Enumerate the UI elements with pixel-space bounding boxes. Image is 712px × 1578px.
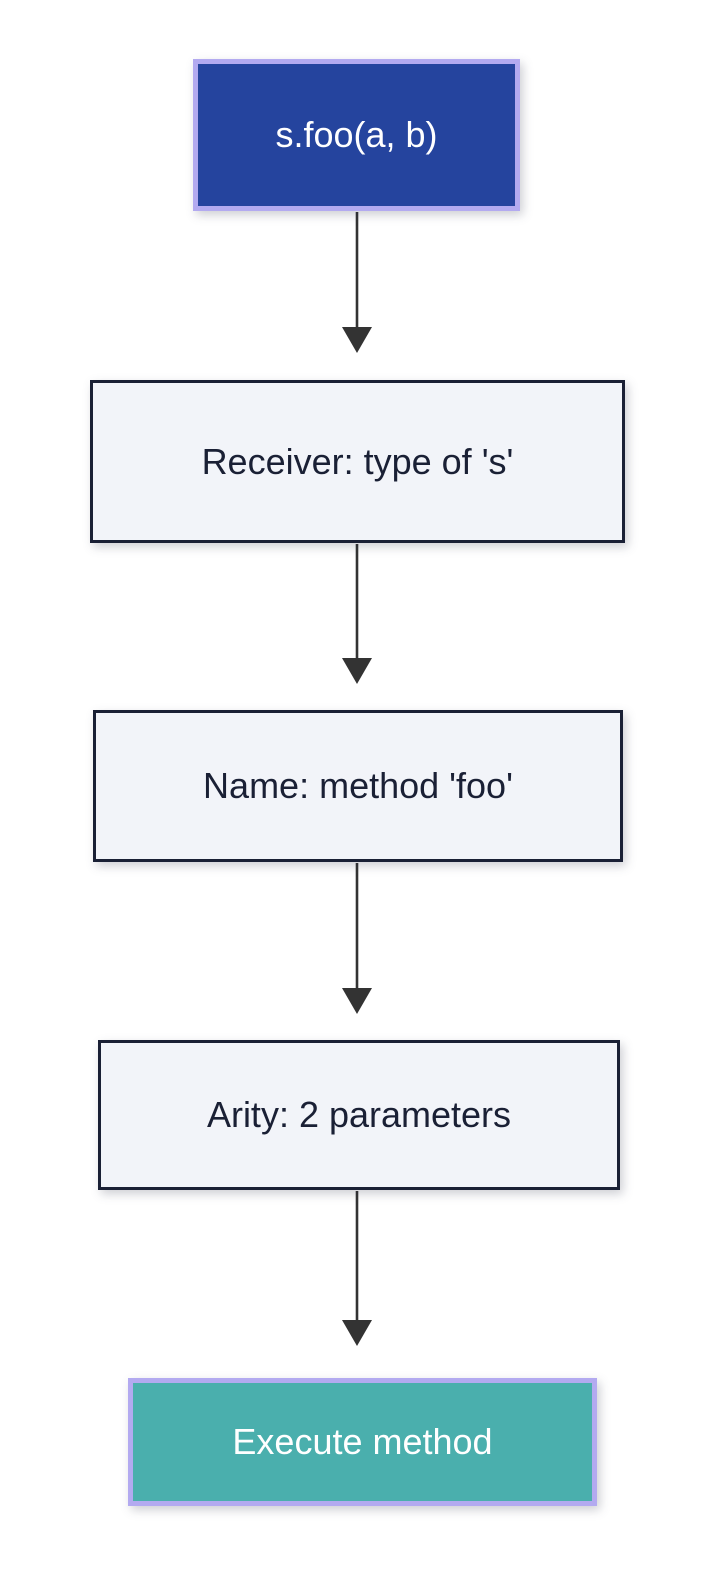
node-arity-label: Arity: 2 parameters [206, 1094, 512, 1136]
arrowhead-receiver-name [342, 658, 372, 684]
node-method-name-label: Name: method 'foo' [203, 765, 513, 807]
arrowhead-arity-execute [342, 1320, 372, 1346]
node-execute-method[interactable]: Execute method [128, 1378, 597, 1506]
arrowhead-name-arity [342, 988, 372, 1014]
node-execute-method-label: Execute method [232, 1421, 493, 1463]
node-receiver-label: Receiver: type of 's' [201, 440, 514, 482]
node-method-name[interactable]: Name: method 'foo' [93, 710, 623, 862]
node-call-expression-label: s.foo(a, b) [275, 114, 438, 156]
node-arity[interactable]: Arity: 2 parameters [98, 1040, 620, 1190]
node-receiver[interactable]: Receiver: type of 's' [90, 380, 625, 543]
arrowhead-call-receiver [342, 327, 372, 353]
node-call-expression[interactable]: s.foo(a, b) [193, 59, 520, 211]
